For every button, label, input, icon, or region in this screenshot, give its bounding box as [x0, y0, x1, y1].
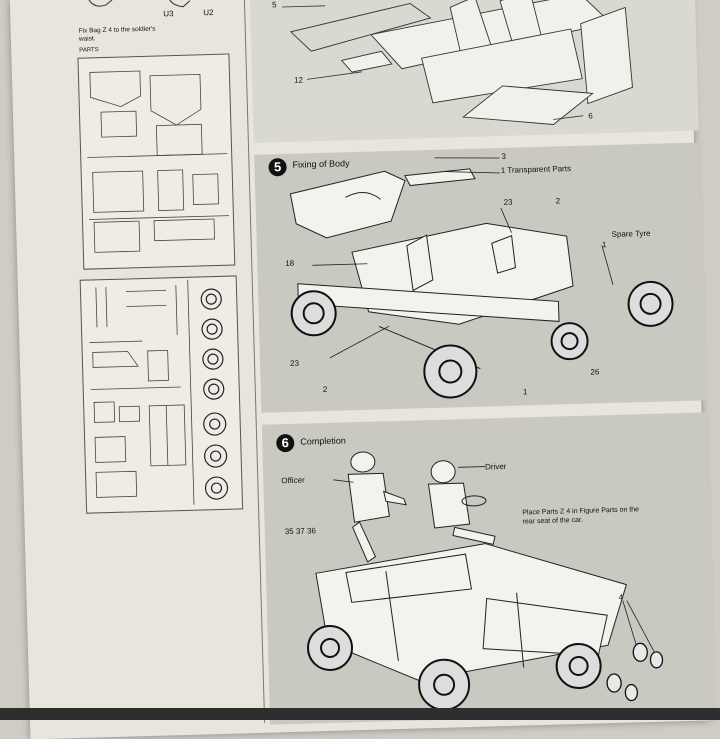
part-label-26: 26	[590, 367, 600, 377]
parts-row-label: 35 37 36	[284, 526, 317, 537]
step-5-panel: 5 Fixing of Body	[254, 142, 707, 413]
sprue-parts-drawing	[87, 70, 229, 505]
spare-tyre-label: Spare Tyre	[611, 228, 651, 239]
part-number-5: 5	[271, 0, 277, 10]
part-label-1: 1	[601, 240, 607, 250]
part-label-18: 18	[285, 258, 295, 269]
step-6-panel: 6 Completion	[261, 412, 715, 725]
seat-placement-note: Place Parts Z 4 in Figure Parts on the r…	[522, 506, 640, 526]
bottom-edge-bar	[0, 708, 720, 720]
part-label-2-bottom: 2	[322, 384, 328, 395]
part-label-4: 4	[618, 592, 624, 602]
part-label-23-bottom: 23	[289, 358, 300, 368]
step-6-completion-diagram	[307, 451, 664, 711]
driver-label: Driver	[484, 461, 507, 472]
part-label-23-top: 23	[503, 197, 513, 207]
step-4-panel: 5 12 6	[249, 0, 699, 143]
instruction-sheet: U3 U2 Fix Bag Z 4 to the soldier's waist…	[9, 0, 715, 739]
parts-column: U3 U2 Fix Bag Z 4 to the soldier's waist…	[58, 0, 258, 728]
part-label-1-bottom: 1	[522, 387, 528, 397]
soldier-figures-sketch	[87, 0, 191, 8]
step-4-diagram	[282, 0, 633, 125]
part-label-2-top: 2	[555, 196, 561, 206]
part-number-6: 6	[588, 111, 593, 121]
step-5-jeep-body-diagram	[289, 157, 674, 399]
part-label-3: 3	[501, 151, 506, 161]
part-number-12: 12	[294, 75, 304, 85]
officer-label: Officer	[281, 475, 305, 486]
